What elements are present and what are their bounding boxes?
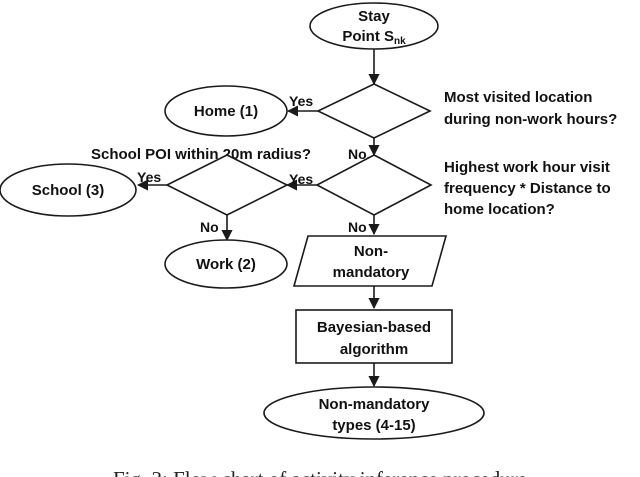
types-node [263, 386, 485, 440]
question-work-freq-line2: frequency * Distance to [444, 180, 611, 197]
question-most-visited-line2: during non-work hours? [444, 111, 617, 128]
edge-label-yes-school-check: Yes [289, 171, 313, 187]
stay-point-node [309, 2, 439, 50]
decision-school-poi [165, 154, 289, 216]
figure-caption: Fig. 3: Flow chart of activity inference… [113, 467, 527, 477]
school-node [0, 163, 137, 217]
stay-point-line2: Point Snk [342, 28, 406, 47]
home-label: Home (1) [194, 103, 258, 120]
nonmandatory-node [292, 235, 448, 287]
stay-point-line1: Stay [358, 8, 390, 25]
question-school-poi: School POI within 20m radius? [91, 146, 311, 163]
decision-work-frequency [315, 154, 433, 216]
nonmandatory-line2: mandatory [333, 264, 410, 281]
nonmandatory-line1: Non- [354, 243, 388, 260]
decision-most-visited [316, 83, 432, 139]
types-line1: Non-mandatory [319, 396, 430, 413]
bayesian-line2: algorithm [340, 341, 408, 358]
work-label: Work (2) [196, 256, 256, 273]
question-most-visited-line1: Most visited location [444, 89, 592, 106]
edge-label-no-school-poi: No. [348, 146, 371, 162]
edge-label-no-work: No [200, 219, 219, 235]
question-work-freq-line3: home location? [444, 201, 555, 218]
school-label: School (3) [32, 182, 105, 199]
edge-label-yes-home: Yes [289, 93, 313, 109]
bayesian-node [295, 309, 453, 364]
types-line2: types (4-15) [332, 417, 415, 434]
home-node [164, 85, 288, 137]
question-work-freq-line1: Highest work hour visit [444, 159, 610, 176]
bayesian-line1: Bayesian-based [317, 319, 431, 336]
edge-label-yes-school: Yes [137, 169, 161, 185]
work-node [164, 239, 288, 289]
edge-label-no-nonmandatory: No [348, 219, 367, 235]
